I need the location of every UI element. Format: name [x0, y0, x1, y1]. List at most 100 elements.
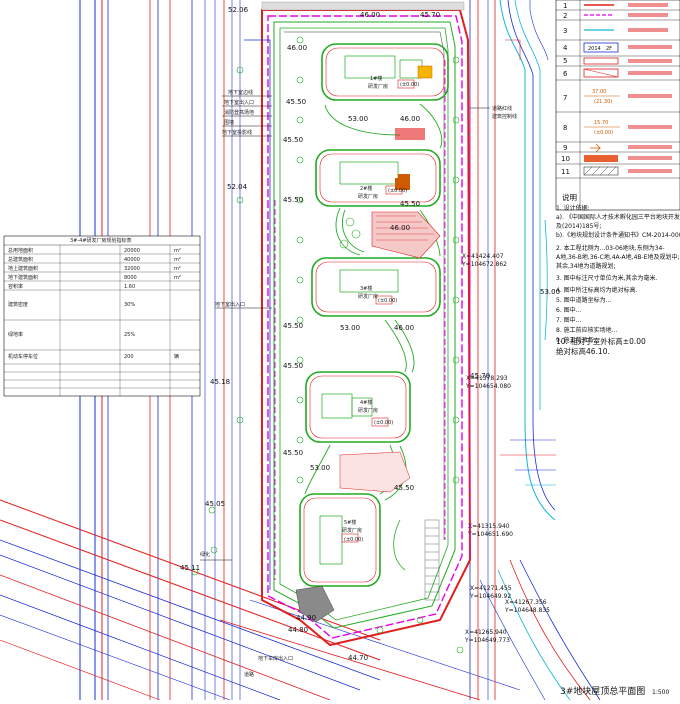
magenta-dashes	[274, 60, 471, 580]
building-label: 5#楼	[344, 519, 356, 526]
elev-label: 45.50	[394, 484, 414, 492]
svg-text:A地,36-B地,36-C地,4A-A地,4B-E地及规划中: A地,36-B地,36-C地,4A-A地,4B-E地及规划中;	[556, 253, 679, 261]
building-elev: (±0.00)	[344, 537, 363, 543]
svg-text:Y=104648.835: Y=104648.835	[504, 607, 550, 614]
svg-text:200: 200	[124, 354, 134, 360]
svg-text:X=41315.940: X=41315.940	[468, 523, 510, 530]
svg-text:9: 9	[563, 144, 567, 152]
svg-text:道路红线: 道路红线	[492, 105, 512, 112]
top-strip	[261, 1, 465, 11]
svg-text:绿地率: 绿地率	[8, 331, 23, 338]
elev-label: 46.00	[287, 44, 307, 52]
svg-text:建筑密度: 建筑密度	[8, 301, 28, 308]
svg-text:X=41378.293: X=41378.293	[466, 375, 508, 382]
elev-label: 46.00	[360, 11, 380, 19]
elevation-labels: 52.06 46.00 45.70 46.00 45.50 53.00 46.0…	[180, 6, 560, 662]
trees	[191, 36, 464, 654]
svg-text:m²: m²	[174, 275, 181, 281]
elev-label: 53.00	[340, 324, 360, 332]
svg-text:地下建筑面积: 地下建筑面积	[8, 274, 38, 281]
plaza-hatch	[339, 128, 441, 493]
elev-label: 44.70	[348, 654, 368, 662]
elev-label: 53.00	[540, 288, 560, 296]
svg-text:5. 图中道路坐标为...: 5. 图中道路坐标为...	[556, 296, 611, 304]
svg-text:地下室边线: 地下室边线	[228, 89, 253, 96]
garage-entrance	[295, 585, 335, 623]
elev-label: 46.00	[400, 115, 420, 123]
svg-text:7. 图中...: 7. 图中...	[556, 316, 581, 324]
building-sub: 研发厂房	[358, 293, 378, 300]
building-sub: 研发厂房	[342, 527, 362, 534]
svg-text:25%: 25%	[124, 332, 135, 338]
svg-text:8000: 8000	[124, 275, 137, 281]
svg-text:围墙: 围墙	[224, 119, 234, 126]
svg-text:其余,34地为道路规划;: 其余,34地为道路规划;	[556, 262, 616, 270]
svg-text:地上建筑面积: 地上建筑面积	[8, 265, 38, 272]
svg-text:10. 相对于室外标高±0.00: 10. 相对于室外标高±0.00	[556, 336, 646, 346]
svg-text:10: 10	[561, 155, 570, 163]
svg-text:说明: 说明	[562, 192, 577, 202]
building-elev: (±0.00)	[378, 298, 397, 304]
svg-text:容积率: 容积率	[8, 283, 23, 290]
building-sub: 研发厂房	[358, 193, 378, 200]
svg-text:2014: 2014	[588, 46, 601, 52]
elev-label: 45.05	[205, 500, 225, 508]
drawing-title: 3#地块屋顶总平面图	[560, 685, 645, 697]
svg-text:40000: 40000	[124, 257, 140, 263]
elev-label: 45.50	[283, 136, 303, 144]
legend: 1 2 3 4 5 6 7 8 9 10 11 2014 2F 37.00 (2…	[555, 0, 680, 211]
svg-text:7: 7	[563, 94, 567, 102]
svg-text:11: 11	[561, 168, 570, 176]
building-elev: (±0.00)	[400, 82, 419, 88]
leader-lines	[200, 95, 490, 561]
svg-text:机动车停车位: 机动车停车位	[8, 353, 38, 360]
svg-text:20000: 20000	[124, 248, 140, 254]
svg-text:(21.30): (21.30)	[594, 99, 612, 105]
svg-text:5: 5	[563, 57, 567, 65]
svg-text:37.00: 37.00	[592, 89, 606, 95]
stairs-hatch	[393, 519, 440, 601]
elev-label: 45.50	[283, 449, 303, 457]
coordinates: X=41424.407 Y=104672.862 X=41378.293 Y=1…	[461, 253, 550, 644]
building-sub: 研发厂房	[358, 407, 378, 414]
elev-label: 45.50	[283, 322, 303, 330]
building-1	[321, 43, 449, 101]
building-label: 3#楼	[360, 285, 372, 292]
elev-label: 52.04	[227, 183, 248, 191]
elev-label: 45.50	[283, 196, 303, 204]
svg-text:X=41271.455: X=41271.455	[470, 585, 512, 592]
svg-text:3. 图中标注尺寸单位为米,其余为毫米.: 3. 图中标注尺寸单位为米,其余为毫米.	[556, 274, 658, 282]
building-label: 1#楼	[370, 75, 382, 82]
svg-text:总用地面积: 总用地面积	[8, 247, 33, 254]
building-sub: 研发厂房	[368, 83, 388, 90]
svg-text:Y=104654.080: Y=104654.080	[465, 383, 511, 390]
svg-text:4: 4	[563, 44, 568, 52]
elev-label: 45.11	[180, 564, 200, 572]
svg-text:建筑控制线: 建筑控制线	[492, 113, 517, 120]
svg-text:地下室出入口: 地下室出入口	[224, 99, 254, 106]
svg-text:2: 2	[563, 12, 567, 20]
svg-text:3: 3	[563, 27, 567, 35]
design-notes: 说明 1. 设计依据: a). 《中国国际人才技术孵化园三平台地块开发规划》 及…	[556, 192, 680, 356]
svg-text:绝对标高46.10.: 绝对标高46.10.	[556, 346, 610, 356]
svg-text:辆: 辆	[174, 353, 179, 360]
svg-text:6: 6	[563, 70, 568, 78]
svg-text:m²: m²	[174, 266, 181, 272]
svg-text:X=41267.356: X=41267.356	[505, 599, 547, 606]
svg-text:X=41265.940: X=41265.940	[465, 629, 507, 636]
svg-text:1. 设计依据:: 1. 设计依据:	[556, 204, 590, 212]
elev-label: 45.50	[283, 362, 303, 370]
elev-label: 45.70	[420, 11, 440, 19]
svg-text:Y=104672.862: Y=104672.862	[461, 261, 507, 268]
svg-text:消防登高场地: 消防登高场地	[224, 109, 254, 116]
elev-label: 52.06	[228, 6, 249, 14]
elev-label: 46.00	[394, 324, 414, 332]
svg-text:1: 1	[563, 2, 567, 10]
svg-text:4. 图中所注标高均为绝对标高.: 4. 图中所注标高均为绝对标高.	[556, 286, 638, 294]
svg-text:总建筑面积: 总建筑面积	[8, 256, 33, 263]
building-labels: 1#楼 研发厂房 (±0.00) 2#楼 研发厂房 (±0.00) 3#楼 研发…	[342, 75, 419, 543]
svg-text:8. 施工前应核实场地...: 8. 施工前应核实场地...	[556, 326, 617, 334]
indicator-table: 3#-4#研发厂房规划指标表 总用地面积 20000 m² 总建筑面积 4000…	[3, 235, 201, 397]
